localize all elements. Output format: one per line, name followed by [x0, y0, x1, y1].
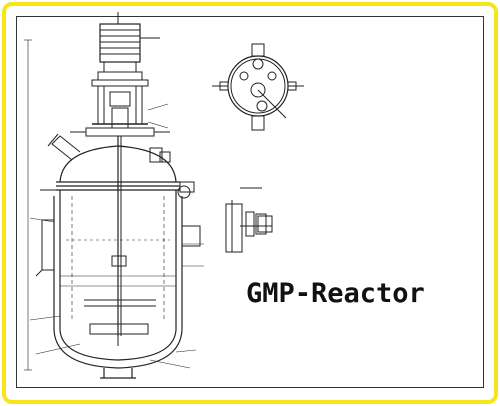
internal-lines [60, 196, 176, 320]
top-view [212, 43, 304, 131]
motor [97, 12, 160, 81]
dimension-lines [24, 39, 177, 371]
leader-lines [29, 37, 204, 369]
side-supports [35, 181, 201, 277]
top-nozzles [47, 133, 171, 163]
detail-view [225, 187, 273, 253]
drive-frame [70, 79, 170, 137]
drawing-border [16, 16, 484, 388]
agitator [84, 136, 156, 346]
reactor-caption: GMP-Reactor [246, 278, 425, 309]
